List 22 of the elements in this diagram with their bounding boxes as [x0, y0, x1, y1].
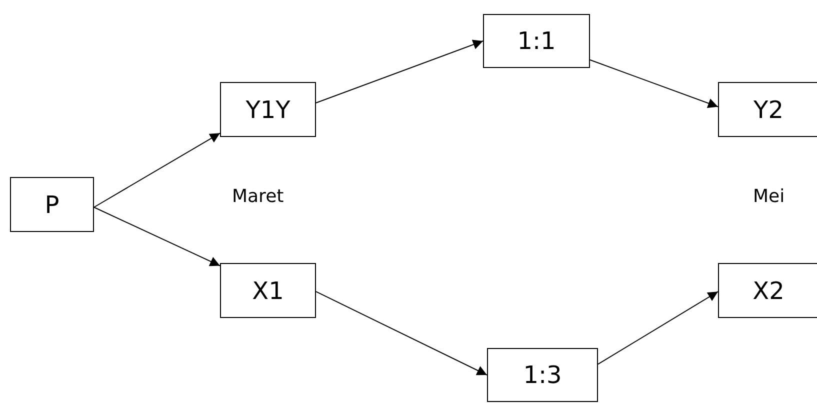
arrow: [94, 206, 220, 266]
month-label: Mei: [753, 186, 785, 207]
process-box: [487, 348, 598, 402]
arrow: [598, 291, 718, 365]
process-box: [220, 263, 316, 318]
process-box: [718, 82, 817, 137]
process-box: [483, 14, 590, 68]
node-label: Y2: [754, 96, 784, 124]
arrow: [316, 291, 488, 376]
arrow: [316, 40, 484, 104]
node-label: 1:3: [523, 361, 562, 389]
node-label: X2: [752, 276, 784, 304]
node-label: P: [44, 190, 60, 218]
month-label: Maret: [232, 186, 284, 207]
node-label: Y1Y: [246, 96, 290, 124]
process-box: [718, 263, 817, 318]
arrow: [94, 132, 220, 208]
node-label: 1:1: [517, 27, 556, 55]
process-box: [10, 177, 94, 232]
arrow: [590, 59, 718, 108]
process-box: [220, 82, 316, 137]
node-label: X1: [252, 276, 284, 304]
